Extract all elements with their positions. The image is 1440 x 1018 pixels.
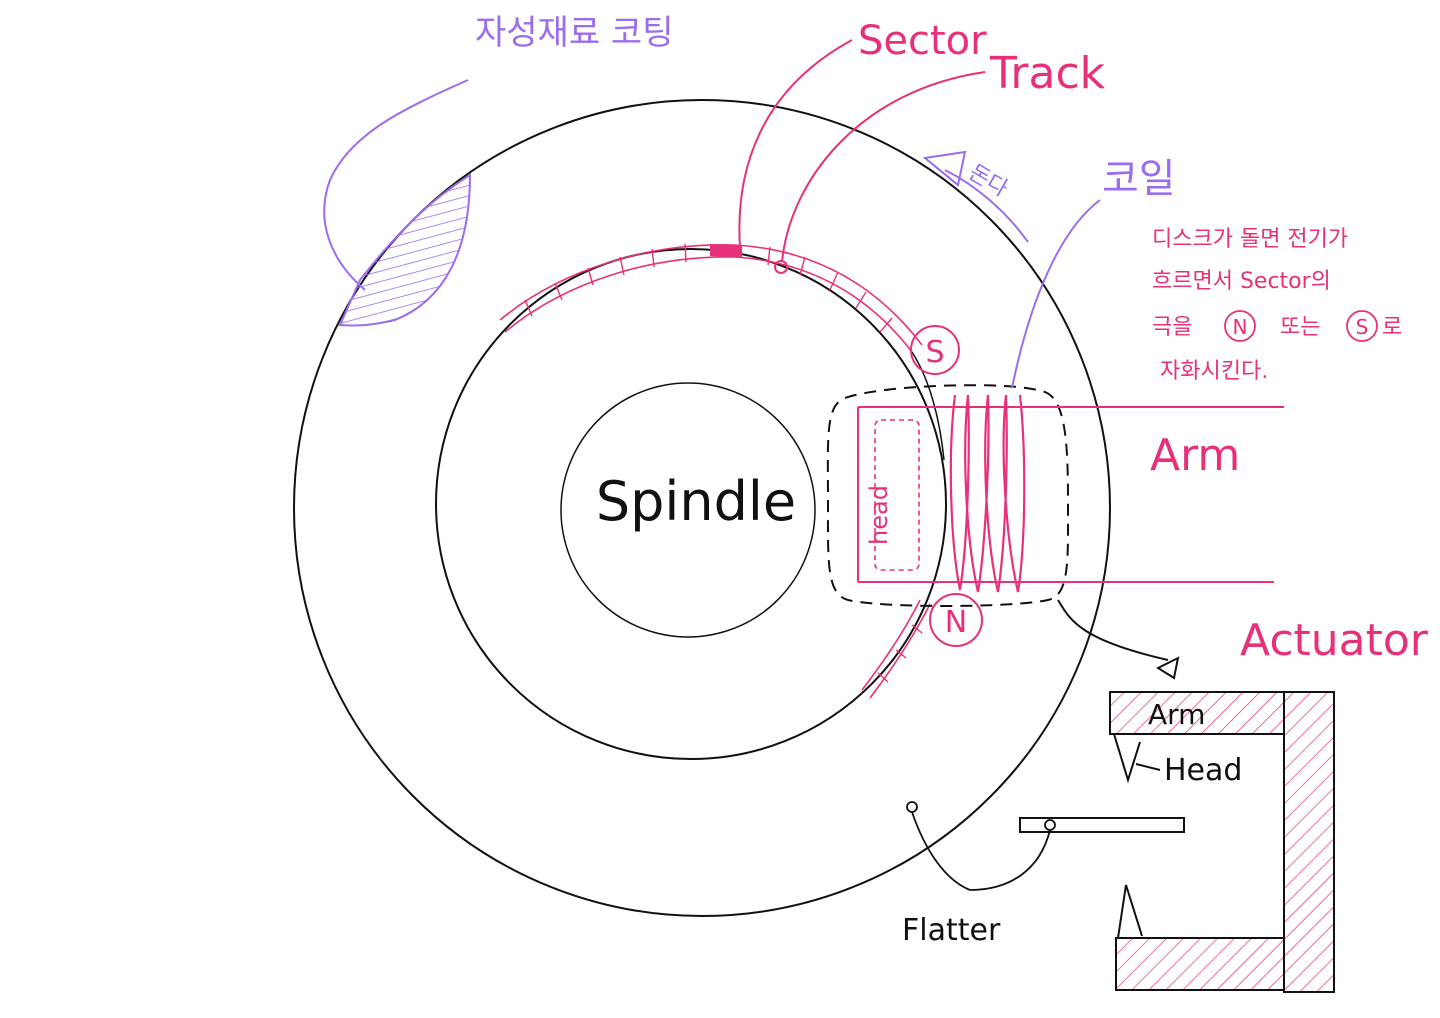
- flatter-leader-right: [969, 829, 1051, 891]
- track-arc-lower-inner: [869, 603, 931, 699]
- sector-tick: [879, 317, 893, 333]
- track-arc-outer: [499, 243, 923, 346]
- actuator-dashed-outline: [826, 384, 1070, 607]
- sector-label: Sector: [858, 18, 987, 64]
- sector-tick: [767, 246, 771, 266]
- spindle-circle: [560, 382, 816, 638]
- note-line-3-mid: 또는: [1280, 315, 1320, 340]
- detail-arm-label: Arm: [1148, 698, 1205, 731]
- sector-tick: [855, 291, 867, 309]
- track-marker: [774, 260, 788, 274]
- sector-tick: [799, 256, 806, 276]
- sector-ticks: [524, 243, 923, 683]
- coil-label: 코일: [1102, 156, 1176, 202]
- sector-tick: [684, 243, 687, 263]
- track-arc-right: [911, 351, 945, 461]
- platter-outer-edge: [293, 99, 1111, 917]
- actuator-label: Actuator: [1240, 615, 1429, 666]
- flatter-leader-left: [911, 811, 971, 891]
- detail-lower-arm: [1115, 937, 1285, 991]
- coating-leader-line: [323, 79, 469, 291]
- head-label: head: [865, 485, 893, 545]
- rotation-label: 돈다: [964, 160, 1012, 202]
- track-leader-line: [781, 71, 986, 263]
- actuator-arrow-line: [1057, 599, 1169, 661]
- track-arc-lower-outer: [861, 599, 921, 691]
- sector-leader-line: [738, 39, 853, 249]
- detail-lower-head: [1117, 884, 1143, 939]
- detail-actuator-body: [1283, 691, 1335, 993]
- note-s-circle: [1346, 310, 1378, 342]
- arm-assembly: head 코일 Arm Actuator: [826, 156, 1429, 680]
- detail-upper-head: [1113, 733, 1141, 784]
- actuator-arrowhead: [1155, 656, 1180, 680]
- sector-tick: [877, 672, 889, 683]
- sector-tick: [895, 649, 907, 659]
- note-line-2: 흐르면서 Sector의: [1152, 269, 1331, 294]
- pole-n-marker: N: [929, 593, 983, 647]
- note-s-letter: S: [1356, 315, 1369, 339]
- pole-n-circle: [929, 593, 983, 647]
- sector-tick: [911, 624, 923, 634]
- magnetic-coating: 자성재료 코팅: [323, 13, 674, 327]
- sector-tick: [524, 299, 533, 317]
- arm-label: Arm: [1150, 430, 1240, 481]
- detail-platter: [1019, 817, 1185, 833]
- coil-leader-line: [1011, 199, 1101, 389]
- platter-inner-ring: [435, 248, 947, 760]
- detail-head-label: Head: [1164, 753, 1242, 788]
- track-label: Track: [989, 48, 1106, 99]
- pole-s-letter: S: [925, 335, 944, 370]
- rotation-indicator: 돈다: [922, 150, 1029, 243]
- sector-tick: [651, 248, 655, 268]
- note-line-4: 자화시킨다.: [1160, 359, 1268, 384]
- note-n-letter: N: [1233, 315, 1248, 339]
- coating-label: 자성재료 코팅: [475, 13, 674, 53]
- rotation-arc: [944, 169, 1029, 243]
- disk-flatter-point: [906, 801, 918, 813]
- rotation-arrowhead: [922, 150, 967, 187]
- coating-hatched-area: [338, 173, 472, 327]
- sector-tick: [829, 271, 839, 291]
- note-n-circle: [1224, 310, 1256, 342]
- sector-tick: [554, 282, 563, 301]
- detail-head-pointer: [1135, 763, 1161, 771]
- magnetization-note: 디스크가 돌면 전기가 흐르면서 Sector의 극을 N 또는 S 로 자화시…: [1152, 227, 1402, 384]
- pole-n-letter: N: [945, 605, 967, 640]
- note-line-1: 디스크가 돌면 전기가: [1152, 227, 1348, 252]
- flatter-label: Flatter: [902, 913, 1001, 948]
- spindle-label: Spindle: [596, 470, 796, 533]
- pole-s-marker: S: [910, 325, 960, 375]
- side-view-detail: Arm Head Flatter: [902, 691, 1335, 993]
- note-line-3-after: 로: [1382, 315, 1402, 340]
- note-line-3-before: 극을: [1152, 315, 1192, 340]
- highlighted-sector: [710, 244, 742, 258]
- detail-upper-arm: [1109, 691, 1285, 735]
- coil-windings: [949, 394, 1026, 593]
- head-box: [874, 419, 920, 571]
- sector-tick: [587, 267, 594, 286]
- pole-s-circle: [910, 325, 960, 375]
- sector-tick: [619, 256, 625, 276]
